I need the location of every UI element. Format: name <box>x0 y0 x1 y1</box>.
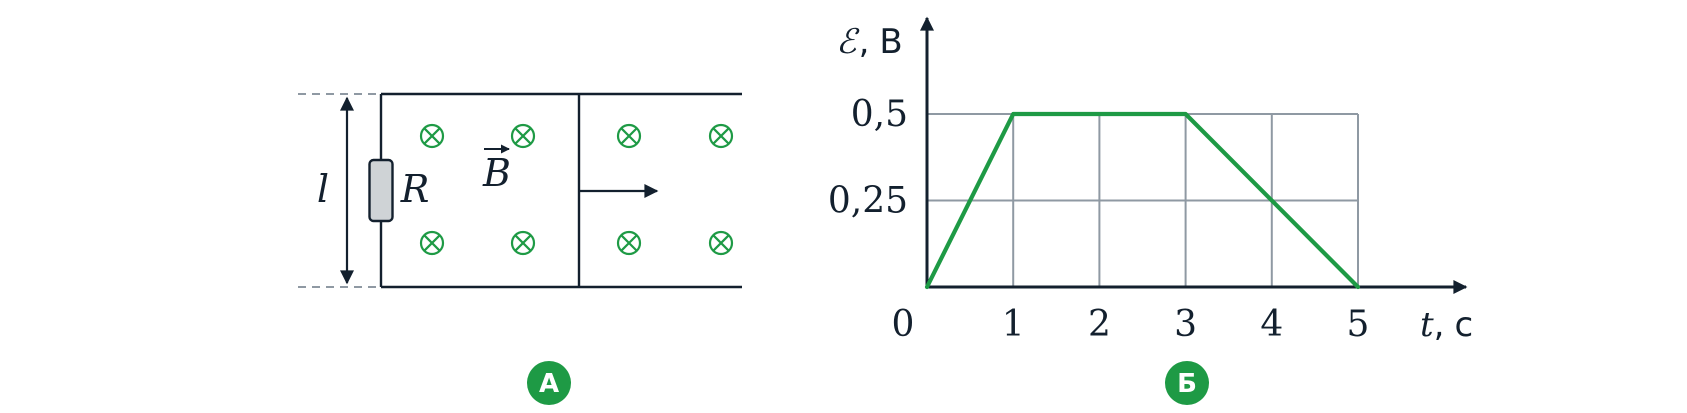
length-label: l <box>317 167 329 211</box>
x-axis-title: t,с <box>1420 305 1473 345</box>
y-axis-title: ℰ,В <box>836 22 903 62</box>
field-into-page-icon <box>510 123 536 149</box>
diagram-a: l R B А <box>298 92 742 405</box>
y-axis-symbol: ℰ <box>836 22 860 62</box>
badge-b-circle <box>1165 361 1209 405</box>
badge-a-circle <box>527 361 571 405</box>
x-tick-label: 5 <box>1347 304 1370 345</box>
y-axis-separator: , <box>859 22 870 62</box>
x-axis-symbol: t <box>1420 305 1434 345</box>
y-axis-unit: В <box>879 22 902 62</box>
badge-b-label: Б <box>1177 369 1197 399</box>
x-tick-label: 2 <box>1088 304 1111 345</box>
field-label: B <box>482 151 511 195</box>
field-into-page-icon <box>510 230 536 256</box>
chart-tick-labels: 0 1 2 3 4 5 0,25 0,5 <box>828 94 1370 345</box>
x-tick-label: 1 <box>1002 304 1025 345</box>
field-into-page-icon <box>708 123 734 149</box>
y-tick-label: 0,25 <box>828 181 908 222</box>
field-into-page-icon <box>616 123 642 149</box>
chart-series <box>924 111 1361 290</box>
field-into-page-icon <box>419 123 445 149</box>
field-into-page-icon <box>616 230 642 256</box>
field-into-page-icon <box>419 230 445 256</box>
chart-grid <box>927 113 1359 287</box>
y-tick-label: 0,5 <box>851 94 908 135</box>
x-tick-label-origin: 0 <box>892 304 915 345</box>
x-tick-label: 4 <box>1260 304 1283 345</box>
chart-axes <box>920 16 1468 294</box>
x-axis-separator: , <box>1434 305 1445 345</box>
resistor-label: R <box>400 167 430 211</box>
field-into-page-icon <box>708 230 734 256</box>
x-axis-unit: с <box>1454 305 1473 345</box>
x-tick-label: 3 <box>1174 304 1197 345</box>
resistor <box>368 158 394 223</box>
badge-a-label: А <box>539 369 559 399</box>
emf-series-line <box>924 111 1361 290</box>
